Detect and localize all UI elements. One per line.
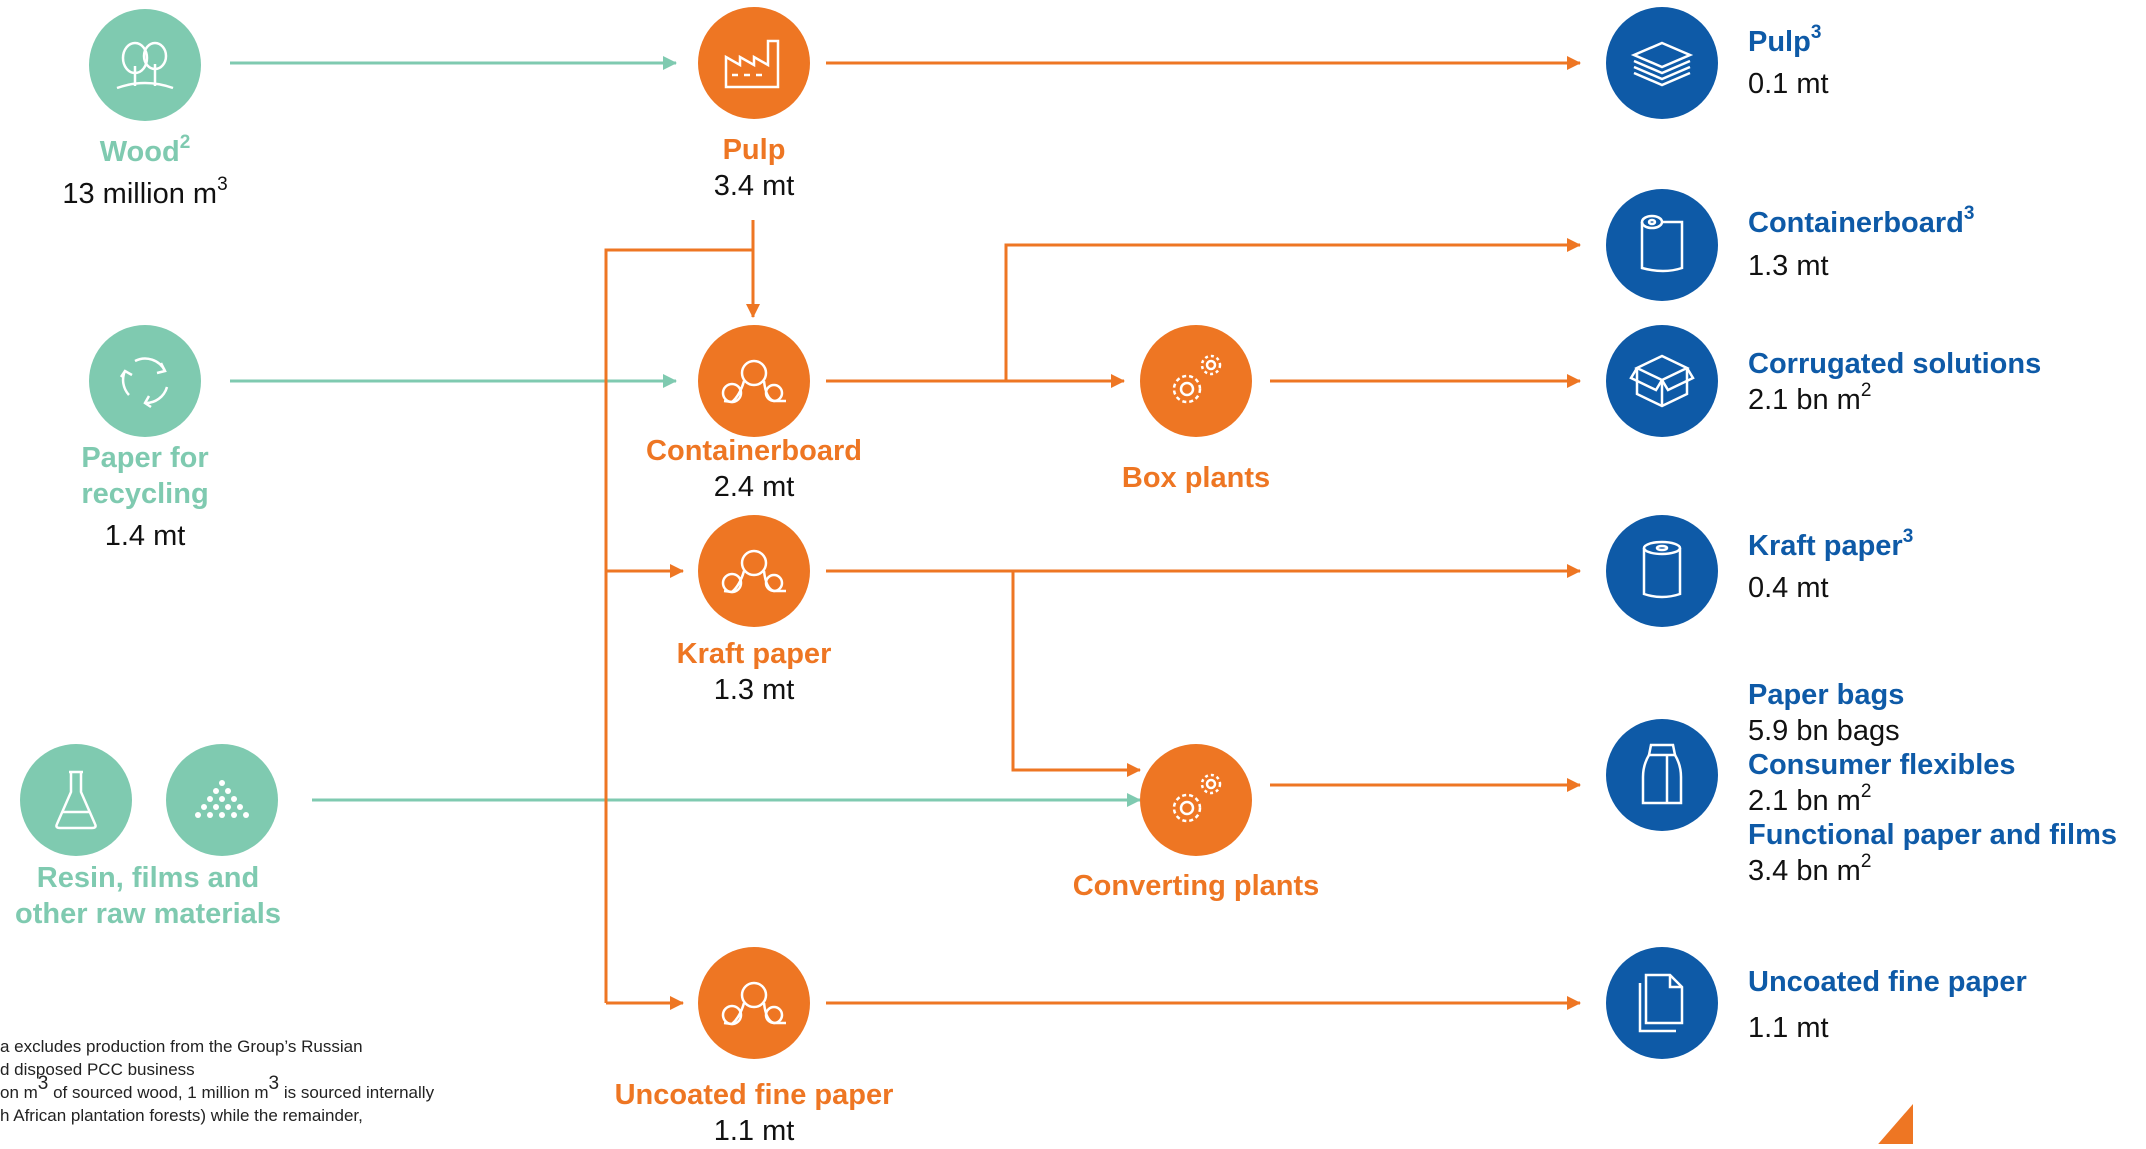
pulp-output-label: Pulp3 xyxy=(1748,22,1822,58)
box-plants-label: Box plants xyxy=(1121,462,1271,494)
ufp-mill-value: 1.1 mt xyxy=(713,1115,795,1147)
resin-label-1: Resin, films and xyxy=(36,862,260,894)
pellets-icon xyxy=(195,780,249,818)
corrugated-output-label: Corrugated solutions xyxy=(1748,348,2042,380)
wood-node xyxy=(89,9,201,121)
paper-roll-mill-icon xyxy=(721,981,786,1026)
recycle-icon xyxy=(119,357,169,409)
converting-plants-label: Converting plants xyxy=(1072,870,1320,902)
flask-icon xyxy=(55,770,97,830)
pulp-output-value: 0.1 mt xyxy=(1748,68,1829,100)
pulp-mill-node xyxy=(698,7,810,119)
kraft-output-label: Kraft paper3 xyxy=(1748,526,1914,562)
ufp-output-node xyxy=(1606,947,1718,1059)
gears-icon xyxy=(1172,773,1222,823)
recycling-value: 1.4 mt xyxy=(104,520,186,552)
ufp-mill-node xyxy=(698,947,810,1059)
wood-label: Wood2 xyxy=(99,132,191,168)
ufp-output-label: Uncoated fine paper xyxy=(1748,966,2027,998)
paper-roll-mill-icon xyxy=(721,549,786,594)
bag-icon xyxy=(1641,743,1683,805)
containerboard-mill-label: Containerboard xyxy=(646,435,862,467)
pulp-mill-value: 3.4 mt xyxy=(713,170,795,202)
footnote-line-1: a excludes production from the Group’s R… xyxy=(0,1037,363,1056)
recycling-label-1: Paper for xyxy=(81,442,209,474)
containerboard-output-value: 1.3 mt xyxy=(1748,250,1829,282)
roll-icon xyxy=(1640,214,1684,273)
footnotes: a excludes production from the Group’s R… xyxy=(0,1035,520,1127)
functional-output-value: 3.4 bn m2 xyxy=(1748,851,1872,887)
pulp-output-node xyxy=(1606,7,1718,119)
bags-output-label: Paper bags xyxy=(1748,679,1905,711)
trees-icon xyxy=(116,41,174,90)
arrow-kraft-to-converting xyxy=(1011,571,1141,777)
factory-icon xyxy=(724,39,780,89)
corrugated-output-value: 2.1 bn m2 xyxy=(1748,380,1872,416)
containerboard-output-node xyxy=(1606,189,1718,301)
footnote-line-3: on m3 of sourced wood, 1 million m3 is s… xyxy=(0,1073,435,1102)
resin-label-2: other raw materials xyxy=(15,898,281,930)
paper-stack-icon xyxy=(1630,41,1694,87)
ufp-output-value: 1.1 mt xyxy=(1748,1012,1829,1044)
footnote-line-2: d disposed PCC business xyxy=(0,1060,195,1079)
converting-plants-node xyxy=(1140,744,1252,856)
containerboard-output-label: Containerboard3 xyxy=(1748,203,1975,239)
bags-output-value: 5.9 bn bags xyxy=(1748,715,1900,747)
kraft-mill-node xyxy=(698,515,810,627)
kraft-roll-icon xyxy=(1642,540,1682,599)
containerboard-mill-value: 2.4 mt xyxy=(713,471,795,503)
box-plants-node xyxy=(1140,325,1252,437)
kraft-output-value: 0.4 mt xyxy=(1748,572,1829,604)
wood-value: 13 million m3 xyxy=(62,174,228,210)
resin-flask-node xyxy=(20,744,132,856)
gears-icon xyxy=(1172,354,1222,404)
pellets-node xyxy=(166,744,278,856)
document-icon xyxy=(1638,973,1684,1033)
kraft-mill-label: Kraft paper xyxy=(676,638,832,670)
footnote-line-4: h African plantation forests) while the … xyxy=(0,1106,363,1125)
recycling-node xyxy=(89,325,201,437)
ufp-mill-label: Uncoated fine paper xyxy=(614,1079,894,1111)
kraft-output-node xyxy=(1606,515,1718,627)
flexibles-output-value: 2.1 bn m2 xyxy=(1748,781,1872,817)
flexibles-output-label: Consumer flexibles xyxy=(1748,749,2016,781)
converted-output-node xyxy=(1606,719,1718,831)
kraft-mill-value: 1.3 mt xyxy=(713,674,795,706)
arrow-containerboard-to-output xyxy=(1004,238,1581,381)
containerboard-mill-node xyxy=(698,325,810,437)
functional-output-label: Functional paper and films xyxy=(1748,819,2117,851)
paper-roll-mill-icon xyxy=(721,359,786,404)
recycling-label-2: recycling xyxy=(81,478,209,510)
box-icon xyxy=(1629,354,1695,408)
corrugated-output-node xyxy=(1606,325,1718,437)
pulp-mill-label: Pulp xyxy=(722,134,786,166)
